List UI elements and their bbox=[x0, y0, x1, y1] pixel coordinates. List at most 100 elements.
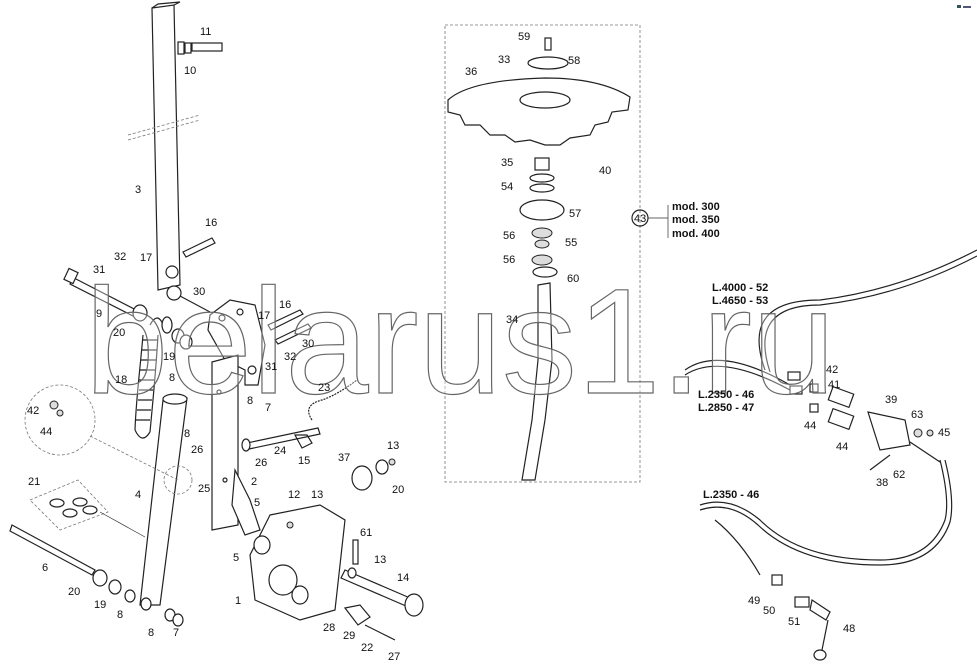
bolt-part-16 bbox=[267, 309, 304, 331]
bracket-plate bbox=[207, 299, 266, 386]
callout-7: 7 bbox=[265, 402, 271, 414]
callout-61: 61 bbox=[360, 527, 372, 539]
bolt-part-9 bbox=[63, 267, 165, 328]
callout-63: 63 bbox=[911, 409, 923, 421]
callout-13: 13 bbox=[374, 554, 386, 566]
callout-4: 4 bbox=[135, 489, 141, 501]
disc-assembly-frame bbox=[444, 24, 641, 483]
hose-length-label: L.2350 - 46 bbox=[703, 489, 759, 501]
callout-26: 26 bbox=[255, 457, 267, 469]
callout-59: 59 bbox=[518, 31, 530, 43]
callout-42: 42 bbox=[826, 364, 838, 376]
callout-27: 27 bbox=[388, 651, 400, 663]
tube-part-4 bbox=[139, 393, 193, 606]
callout-12: 12 bbox=[288, 489, 300, 501]
hose-length-label: L.2350 - 46 bbox=[698, 389, 754, 401]
callout-18: 18 bbox=[115, 374, 127, 386]
callout-5: 5 bbox=[233, 552, 239, 564]
callout-33: 33 bbox=[498, 54, 510, 66]
bracket-part-1 bbox=[249, 504, 346, 621]
callout-20: 20 bbox=[68, 586, 80, 598]
callout-10: 10 bbox=[184, 65, 196, 77]
callout-30: 30 bbox=[302, 338, 314, 350]
callout-22: 22 bbox=[361, 642, 373, 654]
callout-48: 48 bbox=[843, 623, 855, 635]
callout-44: 44 bbox=[40, 426, 52, 438]
group-43-number: 43 bbox=[634, 213, 646, 225]
knob-part-37 bbox=[351, 458, 396, 491]
callout-44: 44 bbox=[836, 441, 848, 453]
callout-13: 13 bbox=[387, 440, 399, 452]
chain-part-23 bbox=[308, 379, 358, 421]
callout-8: 8 bbox=[148, 627, 154, 639]
washer-part-26 bbox=[241, 438, 251, 452]
callout-31: 31 bbox=[93, 264, 105, 276]
pin-part-14 bbox=[340, 567, 424, 617]
callout-1: 1 bbox=[235, 595, 241, 607]
coupler-part-48 bbox=[771, 574, 831, 661]
bolt-part-11 bbox=[177, 41, 223, 55]
callout-14: 14 bbox=[397, 572, 409, 584]
callout-20: 20 bbox=[113, 327, 125, 339]
hydraulic-hoses bbox=[684, 249, 977, 576]
callout-19: 19 bbox=[94, 599, 106, 611]
callout-58: 58 bbox=[568, 55, 580, 67]
callout-49: 49 bbox=[748, 595, 760, 607]
shaft-part-34 bbox=[521, 282, 553, 481]
callout-56: 56 bbox=[503, 254, 515, 266]
vertical-tube-part-3 bbox=[127, 1, 211, 313]
bolt-part-61 bbox=[352, 539, 359, 565]
seal-kit-part-21 bbox=[29, 479, 146, 538]
model-label: mod. 350 bbox=[672, 214, 720, 226]
bolt-part-30 bbox=[274, 323, 312, 345]
callout-32: 32 bbox=[114, 251, 126, 263]
callout-50: 50 bbox=[763, 605, 775, 617]
callout-19: 19 bbox=[163, 351, 175, 363]
callout-13: 13 bbox=[311, 489, 323, 501]
callout-9: 9 bbox=[96, 308, 102, 320]
part-27 bbox=[364, 624, 396, 641]
callout-51: 51 bbox=[788, 616, 800, 628]
callout-8: 8 bbox=[169, 372, 175, 384]
callout-21: 21 bbox=[28, 476, 40, 488]
hose-length-label: L.4000 - 52 bbox=[712, 282, 768, 294]
callout-28: 28 bbox=[323, 622, 335, 634]
callout-29: 29 bbox=[343, 630, 355, 642]
callout-16: 16 bbox=[279, 299, 291, 311]
callout-3: 3 bbox=[135, 184, 141, 196]
callout-39: 39 bbox=[885, 394, 897, 406]
callout-6: 6 bbox=[42, 562, 48, 574]
callout-17: 17 bbox=[258, 310, 270, 322]
callout-26: 26 bbox=[191, 444, 203, 456]
model-label: mod. 300 bbox=[672, 201, 720, 213]
callout-2: 2 bbox=[251, 476, 257, 488]
callout-11: 11 bbox=[200, 26, 211, 38]
detail-circle bbox=[24, 384, 179, 481]
callout-37: 37 bbox=[338, 452, 350, 464]
callout-30: 30 bbox=[193, 286, 205, 298]
callout-23: 23 bbox=[318, 382, 330, 394]
callout-5: 5 bbox=[254, 497, 260, 509]
callout-36: 36 bbox=[465, 66, 477, 78]
hub-stack bbox=[519, 157, 565, 278]
corner-logo bbox=[957, 5, 971, 8]
bolt-part-6 bbox=[9, 524, 184, 627]
callout-57: 57 bbox=[569, 208, 581, 220]
clip-part-15 bbox=[293, 434, 313, 449]
callout-7: 7 bbox=[173, 627, 179, 639]
callout-17: 17 bbox=[140, 252, 152, 264]
model-label: mod. 400 bbox=[672, 228, 720, 240]
callout-62: 62 bbox=[893, 469, 905, 481]
hub-cap-part-33 bbox=[527, 56, 569, 70]
callout-8: 8 bbox=[247, 395, 253, 407]
callout-40: 40 bbox=[599, 165, 611, 177]
hose-length-labels: L.4000 - 52L.4650 - 53L.2350 - 46L.2850 … bbox=[698, 282, 768, 501]
callout-8: 8 bbox=[184, 428, 190, 440]
frame-part-2 bbox=[211, 354, 261, 536]
spring-part-18 bbox=[134, 334, 159, 439]
bolt-part-59 bbox=[544, 37, 552, 51]
callout-55: 55 bbox=[565, 237, 577, 249]
callout-25: 25 bbox=[198, 483, 210, 495]
